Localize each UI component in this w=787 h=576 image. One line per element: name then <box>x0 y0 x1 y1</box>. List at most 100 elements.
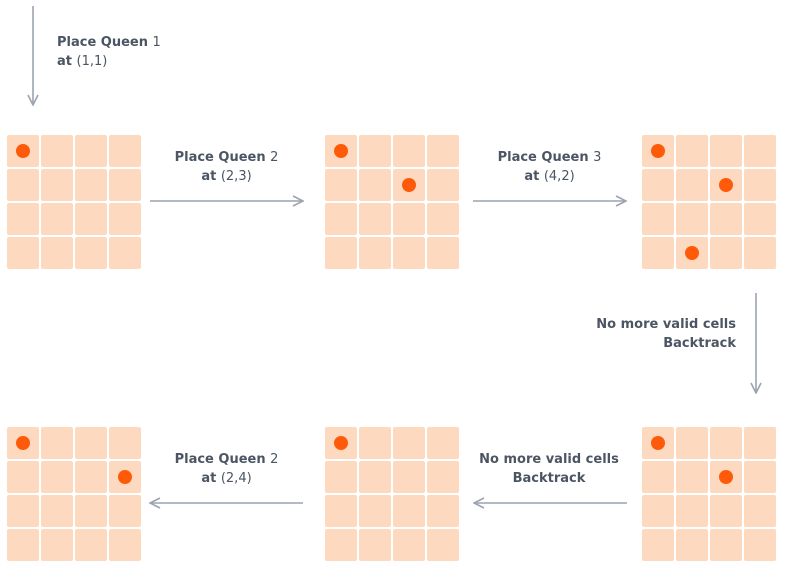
step-2-number: 2 <box>270 150 279 165</box>
step-label-4: No more valid cells Backtrack <box>560 315 736 353</box>
step-label-1: Place Queen 1 at (1,1) <box>57 33 161 71</box>
step-3-title: Place Queen <box>497 150 589 165</box>
board-cell <box>359 427 391 459</box>
board-cell <box>75 203 107 235</box>
board-cell <box>676 461 708 493</box>
board-cell <box>7 529 39 561</box>
board-cell <box>359 529 391 561</box>
board-cell <box>7 169 39 201</box>
board-cell <box>710 203 742 235</box>
step-3-coord: (4,2) <box>543 169 575 184</box>
board-cell <box>642 427 674 459</box>
board-cell <box>325 237 357 269</box>
board-cell <box>642 169 674 201</box>
board-cell <box>325 169 357 201</box>
board-cell <box>676 237 708 269</box>
board-cell <box>7 237 39 269</box>
board-cell <box>359 237 391 269</box>
board-cell <box>744 203 776 235</box>
board-cell <box>710 169 742 201</box>
board-cell <box>325 203 357 235</box>
board-cell <box>744 529 776 561</box>
board-cell <box>109 169 141 201</box>
step-label-2: Place Queen 2 at (2,3) <box>150 148 303 186</box>
board-cell <box>393 169 425 201</box>
board-cell <box>642 529 674 561</box>
board-1 <box>6 134 142 270</box>
board-cell <box>427 203 459 235</box>
board-cell <box>676 529 708 561</box>
step-1-coord: (1,1) <box>76 54 108 69</box>
queen-marker <box>16 436 30 450</box>
step-6-at: at <box>201 471 217 486</box>
board-cell <box>359 135 391 167</box>
queen-marker <box>402 178 416 192</box>
board-3 <box>641 134 777 270</box>
queen-marker <box>651 436 665 450</box>
board-cell <box>41 203 73 235</box>
step-5-action: Backtrack <box>512 471 586 486</box>
board-cell <box>75 427 107 459</box>
board-cell <box>642 461 674 493</box>
board-cell <box>744 495 776 527</box>
board-cell <box>75 237 107 269</box>
step-6-coord: (2,4) <box>220 471 252 486</box>
board-cell <box>109 495 141 527</box>
board-cell <box>41 529 73 561</box>
step-label-3: Place Queen 3 at (4,2) <box>473 148 626 186</box>
board-cell <box>744 461 776 493</box>
step-label-5: No more valid cells Backtrack <box>470 450 628 488</box>
step-3-at: at <box>524 169 540 184</box>
board-cell <box>75 169 107 201</box>
board-cell <box>75 529 107 561</box>
board-cell <box>325 135 357 167</box>
board-cell <box>676 203 708 235</box>
board-cell <box>676 169 708 201</box>
step-6-number: 2 <box>270 452 279 467</box>
board-cell <box>325 427 357 459</box>
queen-marker <box>118 470 132 484</box>
board-cell <box>109 135 141 167</box>
queen-marker <box>334 144 348 158</box>
board-cell <box>109 427 141 459</box>
board-cell <box>744 135 776 167</box>
board-cell <box>359 203 391 235</box>
board-cell <box>393 495 425 527</box>
board-cell <box>41 169 73 201</box>
board-cell <box>393 529 425 561</box>
board-cell <box>710 135 742 167</box>
step-1-title: Place Queen <box>57 35 148 50</box>
step-6-title: Place Queen <box>174 452 266 467</box>
board-2 <box>324 134 460 270</box>
board-cell <box>744 427 776 459</box>
board-cell <box>359 495 391 527</box>
step-2-at: at <box>201 169 217 184</box>
board-cell <box>676 135 708 167</box>
board-cell <box>427 495 459 527</box>
board-cell <box>642 135 674 167</box>
board-cell <box>41 495 73 527</box>
board-cell <box>325 529 357 561</box>
board-cell <box>41 461 73 493</box>
board-cell <box>359 461 391 493</box>
board-cell <box>393 237 425 269</box>
board-cell <box>41 427 73 459</box>
board-cell <box>75 461 107 493</box>
board-cell <box>7 495 39 527</box>
board-4 <box>641 426 777 562</box>
board-cell <box>744 237 776 269</box>
board-cell <box>41 135 73 167</box>
step-label-6: Place Queen 2 at (2,4) <box>150 450 303 488</box>
board-cell <box>41 237 73 269</box>
step-3-number: 3 <box>593 150 602 165</box>
board-cell <box>427 237 459 269</box>
board-cell <box>427 461 459 493</box>
queen-marker <box>651 144 665 158</box>
queen-marker <box>16 144 30 158</box>
board-cell <box>710 427 742 459</box>
board-cell <box>427 135 459 167</box>
step-1-number: 1 <box>152 35 161 50</box>
board-cell <box>710 529 742 561</box>
board-cell <box>109 461 141 493</box>
